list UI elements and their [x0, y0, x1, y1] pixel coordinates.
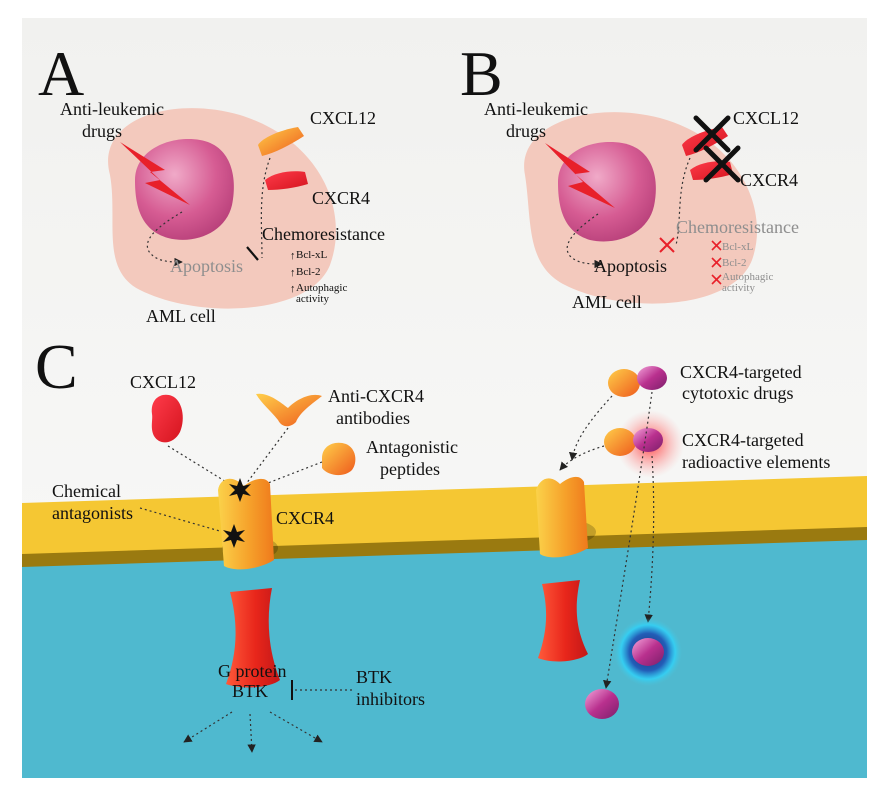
- cxcr4-shape-a: [265, 171, 308, 190]
- signal-path-a: [260, 157, 271, 259]
- cxcl12-ligand-c: [151, 394, 183, 443]
- panel-b: B Anti-leukemic drugs CXCL12 CXCR4 Apopt…: [460, 38, 799, 312]
- marker-b-3: Autophagic: [722, 271, 773, 283]
- arrow-chemical-to-receptor: [139, 507, 231, 535]
- cytoplasm: [22, 533, 867, 778]
- apoptosis-arrow-b: [566, 213, 603, 269]
- cxcr4-label-c: CXCR4: [276, 508, 334, 528]
- up-arrow-a-1: ↑: [290, 250, 296, 262]
- chemical-label-2: antagonists: [52, 503, 133, 523]
- radioactive-ligand: [604, 428, 636, 456]
- up-arrow-a-3: ↑: [290, 283, 296, 295]
- cxcl12-label-c: CXCL12: [130, 372, 196, 392]
- anti-cxcr4-label-1: Anti-CXCR4: [328, 386, 424, 406]
- anti-cxcr4-label-2: antibodies: [336, 408, 410, 428]
- drugs-label-a-1: Anti-leukemic: [60, 99, 164, 119]
- g-protein-label: G protein: [218, 661, 286, 681]
- radioactive-payload: [633, 428, 663, 452]
- arrow-antibody-to-receptor: [245, 427, 289, 485]
- cytotoxic-label-2: cytotoxic drugs: [682, 383, 793, 403]
- peptide-shape: [322, 442, 356, 476]
- receptor-tail-left: [226, 588, 280, 688]
- chemoresistance-label-b: Chemoresistance: [676, 217, 799, 237]
- inhibition-bar-a: [246, 246, 259, 261]
- antagonistic-label-1: Antagonistic: [366, 437, 458, 457]
- marker-a-1: Bcl-xL: [296, 249, 327, 261]
- binding-star-1: [229, 478, 251, 502]
- panel-c-letter: C: [35, 331, 78, 402]
- antibody-shape: [256, 393, 322, 427]
- arrow-radio-to-receptor: [559, 445, 605, 471]
- marker-a-4: activity: [296, 293, 329, 305]
- drug-bolt-a: [120, 142, 190, 205]
- receptor-left: [218, 478, 274, 570]
- drugs-label-b-1: Anti-leukemic: [484, 99, 588, 119]
- btk-label: BTK: [232, 681, 268, 701]
- marker-b-1: Bcl-xL: [722, 241, 753, 253]
- downstream-arrow-3: [269, 711, 323, 743]
- red-x-inhibition-b: [659, 237, 675, 253]
- receptor-tail-right: [538, 580, 588, 662]
- apoptosis-label-a: Apoptosis: [170, 256, 243, 276]
- nucleus-b: [558, 142, 656, 242]
- cxcl12-shape-a: [258, 127, 304, 156]
- btk-inhibitors-label-1: BTK: [356, 667, 392, 687]
- drugs-label-a-2: drugs: [82, 121, 122, 141]
- cytotoxic-payload: [637, 366, 667, 390]
- chemical-label-1: Chemical: [52, 481, 121, 501]
- panel-a-letter: A: [38, 38, 84, 109]
- signal-path-b: [675, 157, 691, 246]
- aml-cell-label-b: AML cell: [572, 292, 642, 312]
- panel-b-letter: B: [460, 38, 503, 109]
- marker-a-2: Bcl-2: [296, 266, 320, 278]
- nucleus-a: [135, 139, 234, 240]
- arrow-radio-internalize: [644, 455, 655, 623]
- panel-a: A Anti-leukemic drugs CXCL12 CXCR4 Apopt…: [38, 38, 385, 326]
- aml-cell-label-a: AML cell: [146, 306, 216, 326]
- panel-c: C CXCL12 Anti-CXCR4 antibodies Antagonis…: [22, 331, 867, 778]
- cytotoxic-ligand: [608, 369, 640, 397]
- block-x-cxcr4: [703, 145, 741, 183]
- block-x-cxcl12: [693, 115, 731, 153]
- chemoresistance-label-a: Chemoresistance: [262, 224, 385, 244]
- receptor-right: [536, 476, 588, 558]
- arrow-cytotoxic-to-receptor: [568, 395, 613, 461]
- antagonistic-label-2: peptides: [380, 459, 440, 479]
- red-x-markers-b: [711, 240, 722, 285]
- cxcr4-label-b: CXCR4: [740, 170, 798, 190]
- radio-label-1: CXCR4-targeted: [682, 430, 804, 450]
- cxcl12-label-a: CXCL12: [310, 108, 376, 128]
- marker-b-2: Bcl-2: [722, 257, 746, 269]
- drugs-label-b-2: drugs: [506, 121, 546, 141]
- cytotoxic-internal-payload: [585, 689, 619, 719]
- apoptosis-label-b: Apoptosis: [594, 256, 667, 276]
- marker-a-3: Autophagic: [296, 282, 347, 294]
- arrow-cytotoxic-internalize: [603, 391, 653, 689]
- radioactive-internal-payload: [632, 638, 664, 666]
- cytotoxic-label-1: CXCR4-targeted: [680, 362, 802, 382]
- up-arrow-a-2: ↑: [290, 267, 296, 279]
- downstream-arrow-2: [247, 713, 256, 753]
- radio-label-2: radioactive elements: [682, 452, 830, 472]
- marker-b-4: activity: [722, 282, 755, 294]
- binding-star-2: [223, 524, 245, 548]
- cxcl12-label-b: CXCL12: [733, 108, 799, 128]
- cxcr4-label-a: CXCR4: [312, 188, 370, 208]
- drug-bolt-b: [545, 143, 615, 208]
- btk-inhibitors-label-2: inhibitors: [356, 689, 425, 709]
- apoptosis-arrow-a: [146, 211, 183, 267]
